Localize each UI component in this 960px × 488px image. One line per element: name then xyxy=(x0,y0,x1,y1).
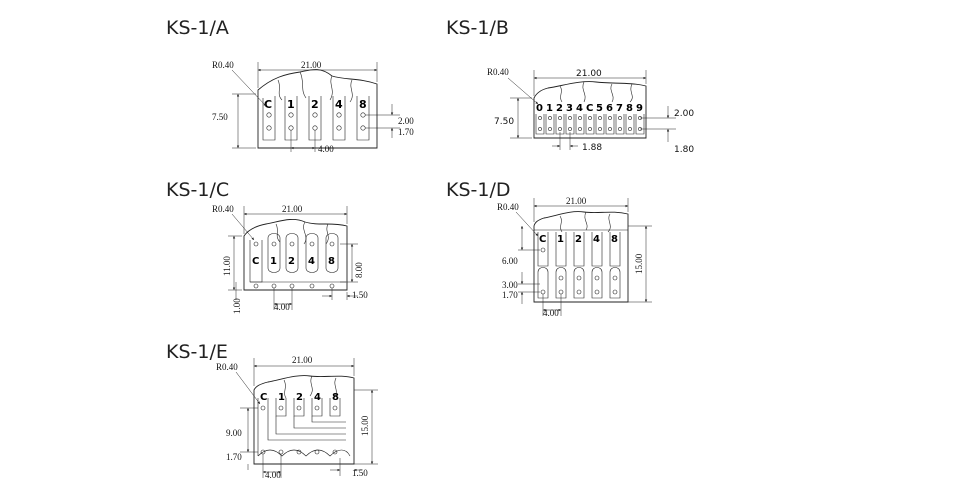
terminal-label: C xyxy=(260,392,267,403)
terminal-label: 9 xyxy=(636,103,643,114)
diagram-ks1b: KS-1/B 0 1 2 3 4 C 5 6 7 8 9 21.00 R0.40… xyxy=(446,17,694,155)
diagram-title: KS-1/B xyxy=(446,17,509,39)
dimension-edge: 1.50 xyxy=(352,468,368,478)
terminal-fingers xyxy=(257,398,351,457)
diagram-title: KS-1/A xyxy=(166,17,229,39)
terminal-label: 8 xyxy=(332,392,339,403)
dimension-radius: R0.40 xyxy=(212,60,234,70)
dimension-pitch: 4.00 xyxy=(318,144,334,154)
dimension-pitch: 4.00 xyxy=(265,470,281,480)
terminal-label: 5 xyxy=(596,103,603,114)
terminal-fingers xyxy=(249,233,346,289)
terminal-label: 4 xyxy=(308,256,315,267)
dimension-height: 15.00 xyxy=(634,253,644,274)
diagram-title: KS-1/C xyxy=(166,179,229,201)
dimension-edge: 1.50 xyxy=(352,290,368,300)
terminal-label: 3 xyxy=(566,103,573,114)
terminal-label: 4 xyxy=(314,392,321,403)
terminal-label: C xyxy=(586,103,593,114)
terminal-label: 6 xyxy=(606,103,613,114)
switch-body-outline xyxy=(253,375,355,465)
dimension-radius: R0.40 xyxy=(212,204,234,214)
dimension-upper: 6.00 xyxy=(502,256,518,266)
dimension-bottom: 1.70 xyxy=(226,452,242,462)
terminal-label: 4 xyxy=(576,103,583,114)
terminal-label: C xyxy=(252,256,259,267)
terminal-label: 2 xyxy=(575,234,582,245)
terminal-label: C xyxy=(264,98,272,111)
dimension-radius: R0.40 xyxy=(487,67,509,77)
dimension-radius: R0.40 xyxy=(216,362,238,372)
dimension-height: 15.00 xyxy=(360,415,370,436)
terminal-label: 2 xyxy=(296,392,303,403)
dimension-height: 11.00 xyxy=(222,256,232,276)
dimension-pad-offset: 2.00 xyxy=(398,116,414,126)
dimension-width: 21.00 xyxy=(566,196,587,206)
terminal-label: C xyxy=(539,234,546,245)
terminal-label: 0 xyxy=(536,103,543,114)
diagram-title: KS-1/D xyxy=(446,179,511,201)
diagram-ks1d: KS-1/D C 1 2 4 8 21.00 R0. xyxy=(446,179,652,318)
diagram-ks1e: KS-1/E C 1 2 4 8 21.00 R0.40 15.00 xyxy=(166,341,378,480)
dimension-pad-offset: 2.00 xyxy=(674,109,694,119)
dimension-width: 21.00 xyxy=(301,60,322,70)
switch-body-outline xyxy=(533,81,647,139)
terminal-label: 1 xyxy=(557,234,564,245)
terminal-label: 4 xyxy=(593,234,600,245)
terminal-label: 1 xyxy=(278,392,285,403)
dimension-radius: R0.40 xyxy=(497,202,519,212)
terminal-fingers xyxy=(537,232,621,299)
diagram-title: KS-1/E xyxy=(166,341,228,363)
dimension-lower: 3.00 xyxy=(502,280,518,290)
terminal-label: 2 xyxy=(311,98,319,111)
dimension-pitch: 4.00 xyxy=(274,302,290,312)
terminal-label: 1 xyxy=(270,256,277,267)
dimension-width: 21.00 xyxy=(576,69,602,79)
terminal-label: 7 xyxy=(616,103,623,114)
terminal-labels: C 1 2 4 8 xyxy=(539,234,618,245)
dimension-bottom: 1.70 xyxy=(502,290,518,300)
dimension-bottom: 1.00 xyxy=(232,298,242,314)
dimension-width: 21.00 xyxy=(282,204,303,214)
dimension-pitch: 4.00 xyxy=(543,308,559,318)
diagram-ks1c: KS-1/C C 1 2 4 8 21.00 R0.40 11.00 1.0 xyxy=(166,179,368,314)
terminal-fingers xyxy=(535,114,645,135)
terminal-label: 4 xyxy=(335,98,343,111)
dimension-upper: 9.00 xyxy=(226,428,242,438)
dimension-width: 21.00 xyxy=(292,355,313,365)
terminal-label: 8 xyxy=(626,103,633,114)
terminal-labels: C 1 2 4 8 xyxy=(252,256,335,267)
terminal-label: 8 xyxy=(328,256,335,267)
terminal-labels: C 1 2 4 8 xyxy=(264,98,367,111)
dimension-height: 7.50 xyxy=(212,112,228,122)
switch-body-outline xyxy=(533,211,629,303)
terminal-label: 1 xyxy=(546,103,553,114)
switch-body-outline xyxy=(243,219,348,291)
dimension-height: 7.50 xyxy=(494,117,514,127)
terminal-label: 2 xyxy=(288,256,295,267)
terminal-label: 1 xyxy=(287,98,295,111)
terminal-label: 8 xyxy=(611,234,618,245)
dimension-pad-pitch: 1.70 xyxy=(398,127,414,137)
terminal-labels: C 1 2 4 8 xyxy=(260,392,339,403)
dimension-pitch: 1.88 xyxy=(582,143,602,153)
terminal-label: 8 xyxy=(359,98,367,111)
dimension-side: 8.00 xyxy=(354,262,364,278)
terminal-label: 2 xyxy=(556,103,563,114)
dimension-pad-pitch: 1.80 xyxy=(674,145,694,155)
terminal-labels: 0 1 2 3 4 C 5 6 7 8 9 xyxy=(536,103,643,114)
diagram-ks1a: KS-1/A C 1 2 4 8 21.00 R0.40 xyxy=(166,17,414,154)
